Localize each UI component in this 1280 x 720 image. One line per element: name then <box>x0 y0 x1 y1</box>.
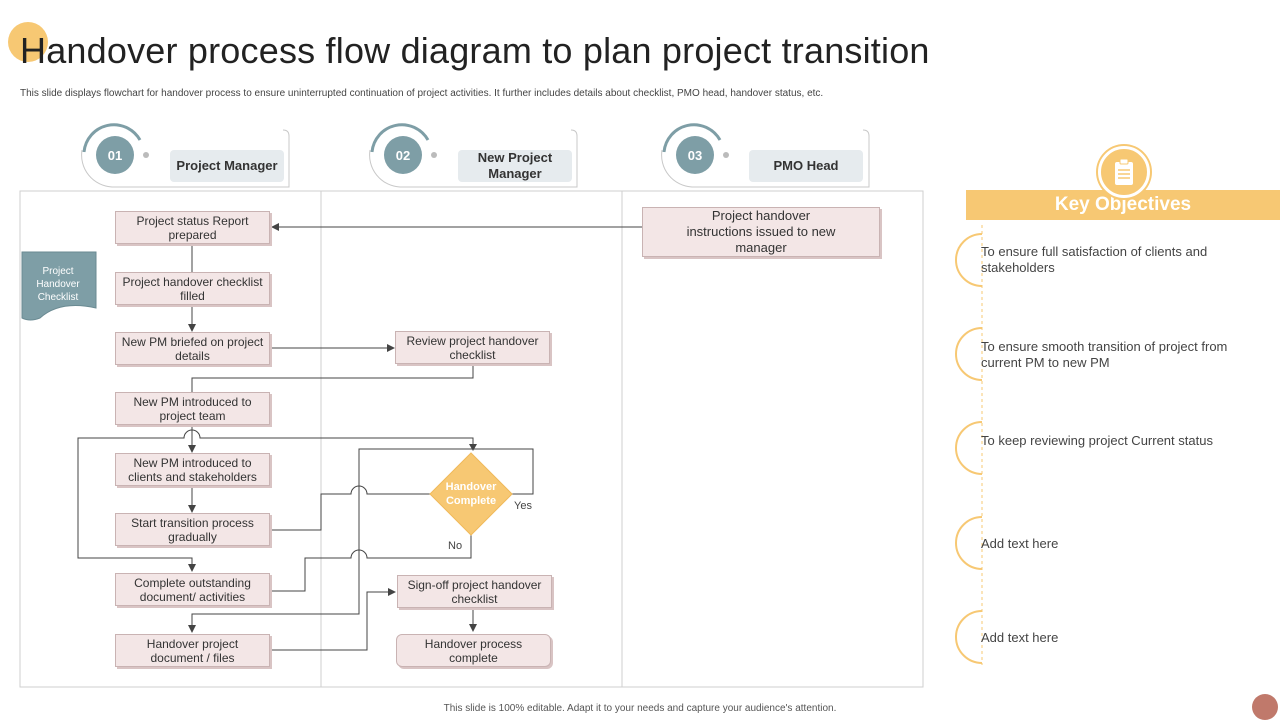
decision-diamond <box>429 452 513 536</box>
lane-label-pmo-head: PMO Head <box>749 150 863 182</box>
decorative-circle <box>8 22 48 62</box>
arrow-decision-no <box>272 535 472 592</box>
step-status-report: Project status Report prepared <box>115 211 270 244</box>
lane-number-1: 01 <box>96 136 134 174</box>
corner-decoration <box>1252 694 1278 720</box>
decision-label: Handover Complete <box>445 481 497 507</box>
lane-header-frame-1 <box>81 129 290 188</box>
footer-note: This slide is 100% editable. Adapt it to… <box>443 703 837 714</box>
lane-number-2: 02 <box>384 136 422 174</box>
arrow-decision-to-docs <box>188 448 473 633</box>
step-signoff-checklist: Sign-off project handover checklist <box>397 575 552 608</box>
step-complete-outstanding: Complete outstanding document/ activitie… <box>115 573 270 606</box>
arrow-docs-to-signoff <box>271 588 396 651</box>
arc-dot-1 <box>143 152 149 158</box>
lane-header-frame-3 <box>661 129 870 188</box>
objective-item-2: To ensure smooth transition of project f… <box>981 339 1228 370</box>
objective-item-4: Add text here <box>981 536 1059 551</box>
arc-dot-2 <box>431 152 437 158</box>
step-pm-introduced-team: New PM introduced to project team <box>115 392 270 425</box>
decision-no-label: No <box>448 540 463 552</box>
objective-arc-4 <box>955 516 983 570</box>
objective-arc-3 <box>955 421 983 475</box>
objective-arc-5 <box>955 610 983 664</box>
lane-number-3: 03 <box>676 136 714 174</box>
arc-decoration-3 <box>662 123 722 153</box>
arc-decoration-1 <box>82 123 142 153</box>
decision-yes-label: Yes <box>514 500 532 512</box>
step-handover-documents: Handover project document / files <box>115 634 270 667</box>
step-process-complete: Handover process complete <box>396 634 551 667</box>
page-subtitle: This slide displays flowchart for handov… <box>20 88 824 99</box>
step-start-transition: Start transition process gradually <box>115 513 270 546</box>
step-review-checklist: Review project handover checklist <box>395 331 550 364</box>
arrow-yes-loop <box>77 429 534 572</box>
checklist-doc-shape <box>21 251 97 321</box>
objective-arc-2 <box>955 327 983 381</box>
page-title: Handover process flow diagram to plan pr… <box>20 30 930 71</box>
arrow-start-to-decision <box>271 485 430 531</box>
lane-label-new-project-manager: New Project Manager <box>458 150 572 182</box>
lane-header-frame-2 <box>369 129 578 188</box>
arc-decoration-2 <box>370 123 430 153</box>
lanes-frame <box>19 190 924 688</box>
arc-dot-3 <box>723 152 729 158</box>
step-pm-introduced-clients: New PM introduced to clients and stakeho… <box>115 453 270 486</box>
checklist-doc-label: Project Handover Checklist <box>36 266 80 303</box>
objective-arc-1 <box>955 233 983 287</box>
objective-item-5: Add text here <box>981 630 1059 645</box>
objective-item-1: To ensure full satisfaction of clients a… <box>981 244 1208 275</box>
arrow-review-to-team <box>191 364 474 392</box>
objective-item-3: To keep reviewing project Current status <box>981 433 1213 448</box>
clipboard-icon <box>1098 146 1150 198</box>
step-checklist-filled: Project handover checklist filled <box>115 272 270 305</box>
arrow-tip-loop <box>469 444 477 451</box>
step-pmo-instructions: Project handover instructions issued to … <box>642 207 880 257</box>
lane-label-project-manager: Project Manager <box>170 150 284 182</box>
step-pm-briefed: New PM briefed on project details <box>115 332 270 365</box>
